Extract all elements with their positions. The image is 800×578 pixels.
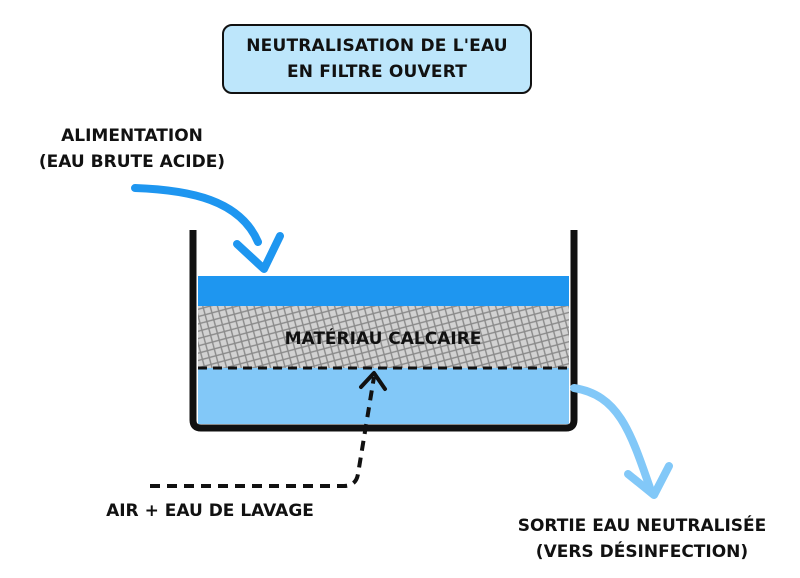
tank-walls	[189, 230, 578, 432]
outlet-arrow	[570, 384, 654, 492]
feed-label-line-1: ALIMENTATION	[61, 126, 203, 146]
feed-label-line-2: (EAU BRUTE ACIDE)	[38, 152, 226, 172]
outlet-label-line-1: SORTIE EAU NEUTRALISÉE	[517, 516, 767, 536]
outlet-label-line-2: (VERS DÉSINFECTION)	[535, 542, 749, 562]
lower-water-layer	[198, 368, 569, 424]
feed-arrow	[131, 184, 262, 246]
diagram-title: NEUTRALISATION DE L'EAU EN FILTRE OUVERT	[222, 24, 532, 94]
outlet-arrow-head	[624, 462, 673, 499]
upper-water-layer	[198, 276, 569, 306]
feed-arrow-head	[233, 232, 284, 273]
limestone-media-layer	[198, 306, 569, 368]
backwash-label-text: AIR + EAU DE LAVAGE	[106, 501, 314, 521]
title-line-2: EN FILTRE OUVERT	[286, 62, 468, 82]
backwash-label: AIR + EAU DE LAVAGE	[50, 498, 370, 524]
media-label: MATÉRIAU CALCAIRE	[285, 327, 482, 349]
feed-label: ALIMENTATION (EAU BRUTE ACIDE)	[14, 123, 250, 175]
outlet-label: SORTIE EAU NEUTRALISÉE (VERS DÉSINFECTIO…	[490, 513, 794, 565]
backwash-arrow-head	[359, 371, 387, 391]
title-line-1: NEUTRALISATION DE L'EAU	[246, 36, 508, 56]
backwash-arrow	[150, 376, 376, 488]
